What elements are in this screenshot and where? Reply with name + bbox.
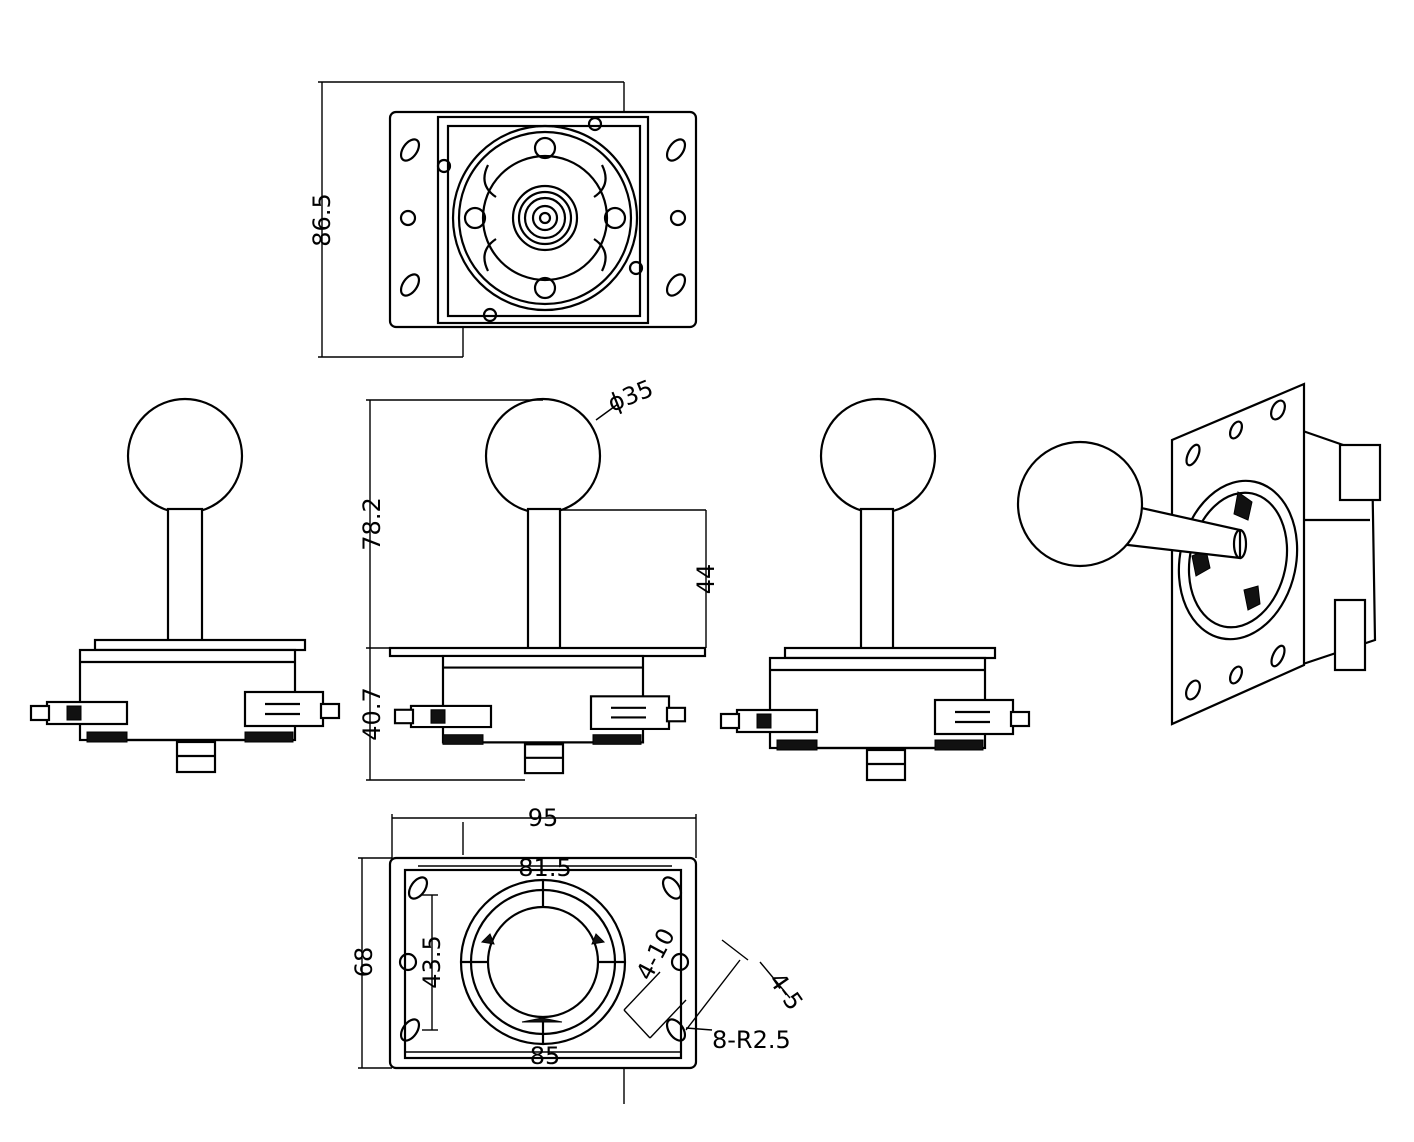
- dim-top-height: 86.5: [308, 193, 336, 246]
- dim-corner-radius: 8-R2.5: [712, 1026, 791, 1054]
- isometric-view: [1016, 382, 1382, 726]
- side-view-right: [719, 397, 1031, 782]
- side-view-left: [29, 397, 341, 774]
- bottom-view: 95 81.5 68 43.5 85 4-10 4-5 8-R2.5: [350, 804, 809, 1104]
- dim-hole-span-bottom: 85: [530, 1042, 561, 1070]
- dim-side-height: 68: [350, 947, 378, 978]
- dim-hole-spacing-vertical: 43.5: [418, 935, 446, 988]
- side-view-center: 78.2 40.7 44 ϕ35: [358, 374, 720, 781]
- dim-plate-width: 95: [528, 804, 559, 832]
- top-view: 86.5: [308, 81, 698, 358]
- dim-ball-diameter: ϕ35: [604, 374, 657, 417]
- dim-overall-height: 78.2: [358, 497, 386, 550]
- dim-shaft-height: 44: [692, 564, 720, 595]
- dim-hole-span-top: 81.5: [518, 854, 571, 882]
- dim-base-height: 40.7: [358, 687, 386, 740]
